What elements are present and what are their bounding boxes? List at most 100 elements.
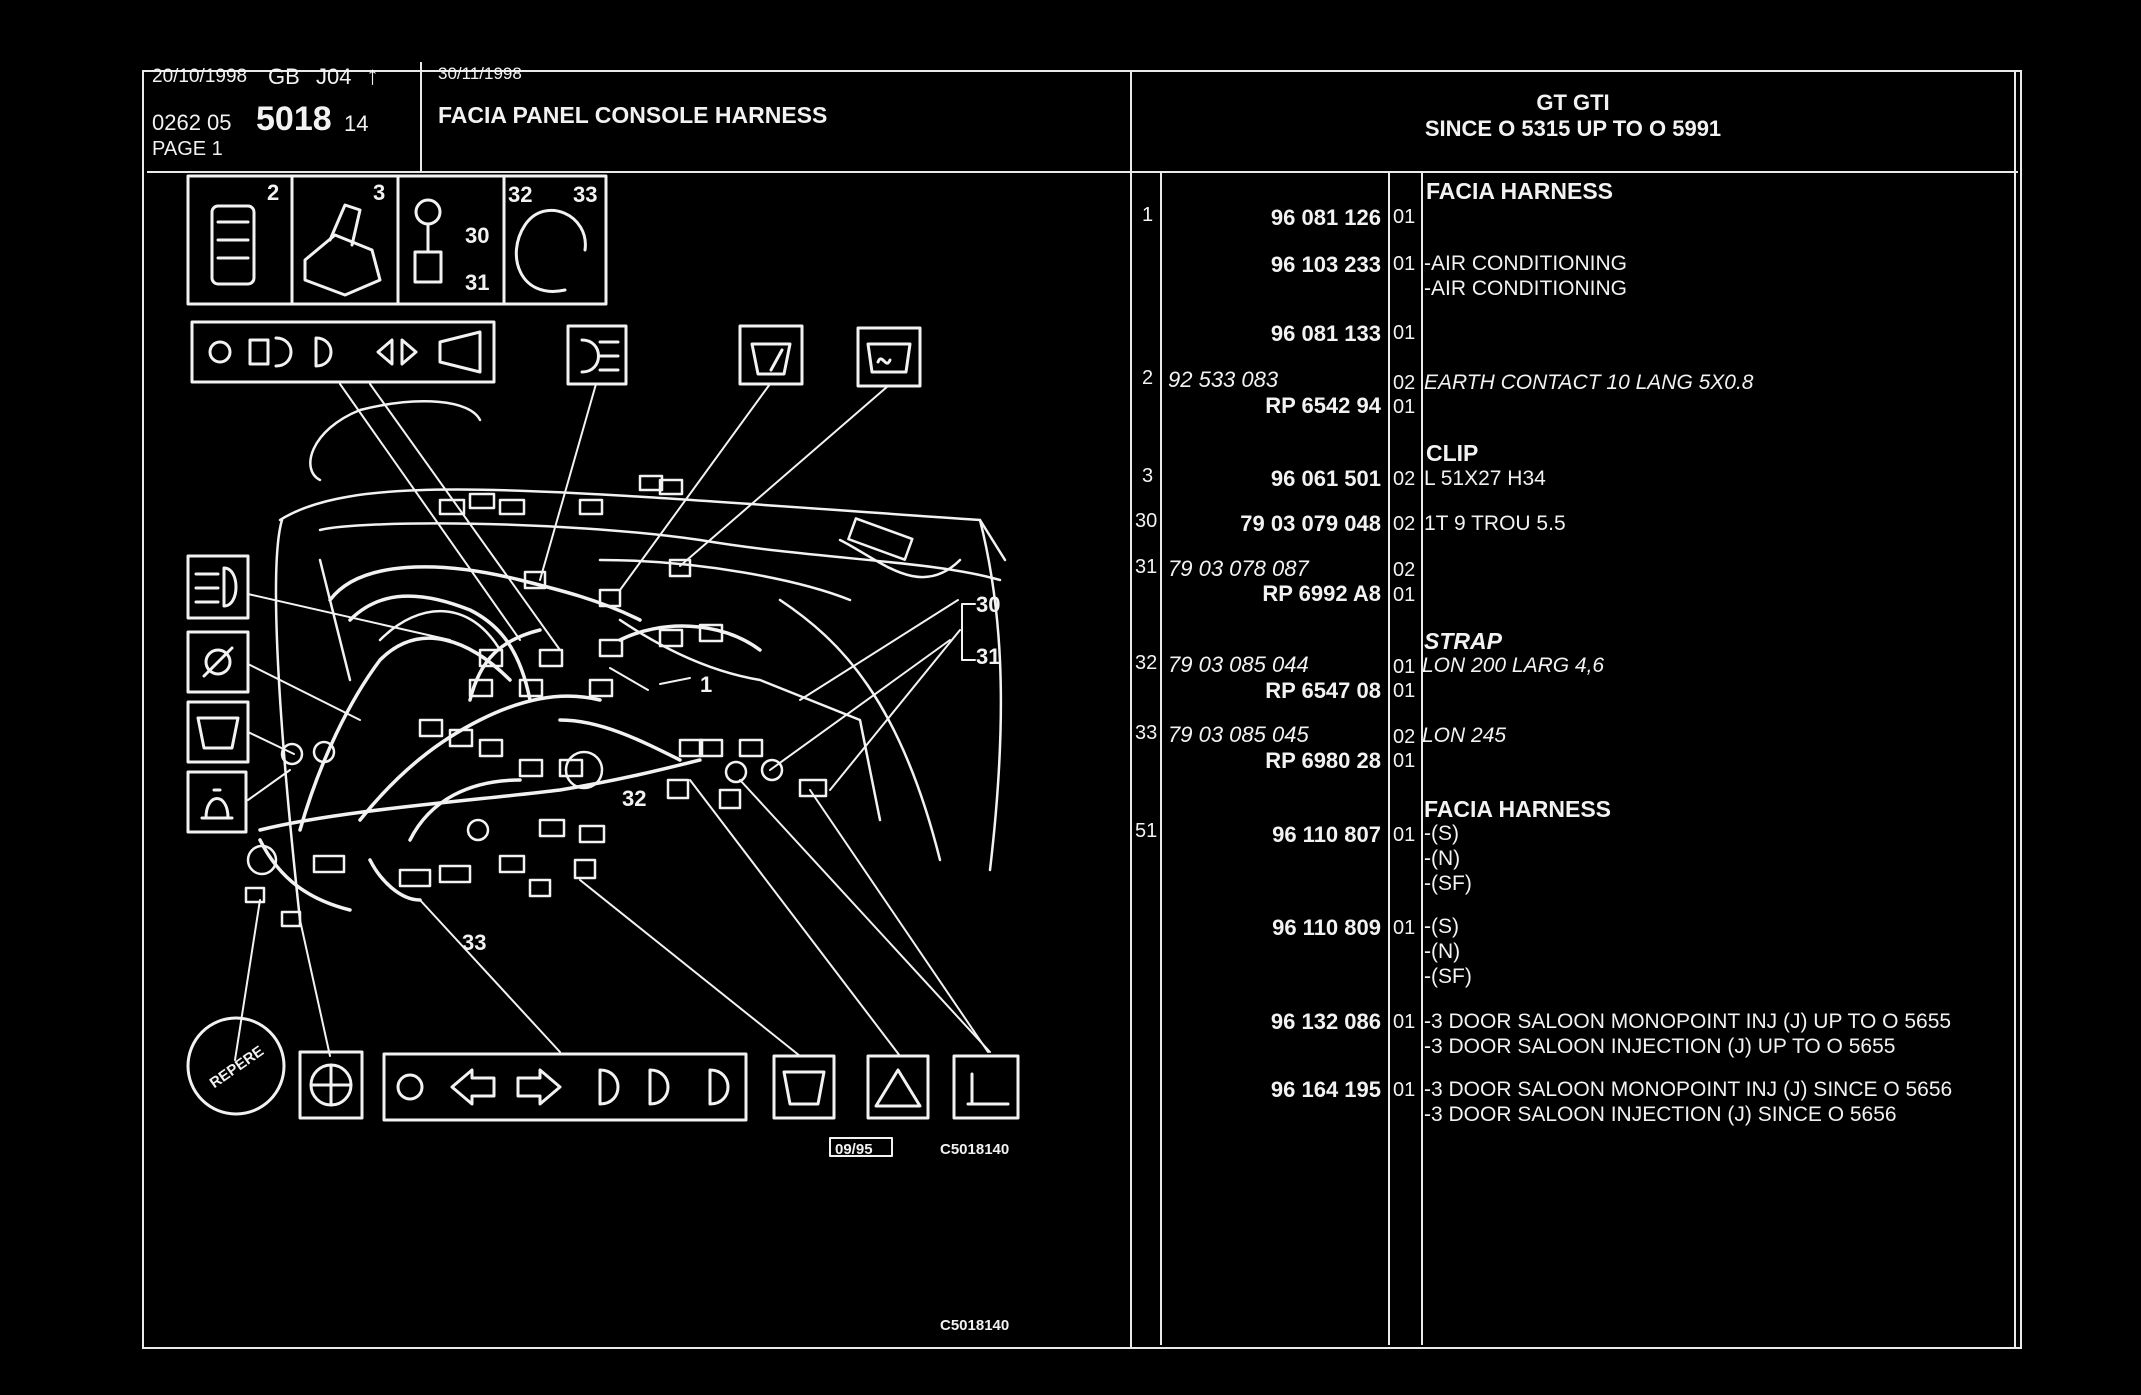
part-qty: 01 <box>1393 680 1416 702</box>
callout-1: 1 <box>700 672 712 697</box>
part-number: 96 061 501 <box>1270 466 1381 491</box>
doc-ref-suffix: 14 <box>344 111 369 136</box>
row-index: 51 <box>1135 820 1158 842</box>
row-index: 1 <box>1142 204 1154 226</box>
callout-32-bottom: 32 <box>622 786 646 811</box>
header-divider-right <box>1130 171 2018 173</box>
part-number: 79 03 085 044 <box>1168 652 1309 677</box>
part-number: 79 03 079 048 <box>1240 511 1381 536</box>
part-qty: 01 <box>1393 917 1416 939</box>
part-description: -(SF) <box>1424 872 1472 895</box>
stamp-date: 09/95 <box>835 1141 873 1158</box>
part-description: -3 DOOR SALOON MONOPOINT INJ (J) SINCE O… <box>1424 1078 1953 1101</box>
part-description: -3 DOOR SALOON INJECTION (J) SINCE O 565… <box>1424 1103 1897 1126</box>
page-number: PAGE 1 <box>152 138 223 160</box>
dashboard-outline <box>274 400 1007 922</box>
callout-31: 31 <box>465 270 489 295</box>
part-number: 79 03 078 087 <box>1168 556 1309 581</box>
doc-ref-main: 5018 <box>256 100 332 138</box>
part-qty: 01 <box>1393 322 1416 344</box>
main-divider <box>1130 70 1132 1347</box>
callout-2: 2 <box>267 180 279 205</box>
part-number: RP 6992 A8 <box>1262 581 1381 606</box>
bottom-lighting-icon-strip <box>382 1052 748 1122</box>
part-qty: 02 <box>1393 513 1416 535</box>
part-description: 1T 9 TROU 5.5 <box>1424 512 1566 535</box>
wiper-left-icon-box <box>186 700 250 764</box>
index-column-line <box>1160 172 1162 1345</box>
header-divider-left <box>147 171 1130 173</box>
part-qty: 01 <box>1393 750 1416 772</box>
part-number: 79 03 085 045 <box>1168 722 1309 747</box>
rear-defrost-icon-box <box>856 326 922 388</box>
right-frame-line <box>2014 70 2016 1347</box>
callout-3: 3 <box>373 180 385 205</box>
bottom-ref: C5018140 <box>940 1317 1009 1334</box>
stamp-box <box>829 1137 893 1157</box>
seat-icon-box <box>952 1054 1020 1120</box>
fog-lamp-left-icon-box <box>186 554 250 620</box>
part-description: -(N) <box>1424 847 1461 870</box>
part-description: -AIR CONDITIONING <box>1424 277 1627 300</box>
part-description: -3 DOOR SALOON MONOPOINT INJ (J) UP TO O… <box>1424 1010 1952 1033</box>
page-title: FACIA PANEL CONSOLE HARNESS <box>438 102 828 128</box>
part-number: 96 164 195 <box>1270 1077 1381 1102</box>
model-name: GT GTI <box>1536 90 1610 115</box>
group-title-facia-harness-2: FACIA HARNESS <box>1424 796 1611 822</box>
part-description: EARTH CONTACT 10 LANG 5X0.8 <box>1424 371 1754 394</box>
group-title-facia-harness: FACIA HARNESS <box>1426 178 1613 204</box>
part-qty: 01 <box>1393 1079 1416 1101</box>
part-number: 96 132 086 <box>1270 1009 1381 1034</box>
part-number: RP 6542 94 <box>1265 393 1381 418</box>
doc-ref-prefix: 0262 05 <box>152 110 232 135</box>
callout-30: 30 <box>465 223 489 248</box>
part-qty: 01 <box>1393 584 1416 606</box>
part-qty: 01 <box>1393 253 1416 275</box>
row-index: 31 <box>1135 556 1158 578</box>
up-arrow-icon: ↑ <box>366 60 379 90</box>
part-qty: 01 <box>1393 206 1416 228</box>
steering-icon-box <box>298 1050 364 1120</box>
doc-language: GB <box>268 64 300 89</box>
part-number: 96 081 133 <box>1270 321 1381 346</box>
row-index: 3 <box>1142 465 1154 487</box>
part-qty: 01 <box>1393 396 1416 418</box>
header-cell-divider <box>420 62 422 172</box>
part-number: 96 081 126 <box>1270 205 1381 230</box>
part-number: 96 103 233 <box>1270 252 1381 277</box>
desc-column-line <box>1421 172 1423 1345</box>
harness-diagram: 2 3 32 33 30 31 30 31 1 32 33 09/95 C501… <box>186 174 1020 1334</box>
row-index: 33 <box>1135 722 1158 744</box>
callout-33: 33 <box>573 182 597 207</box>
lighting-icon-strip <box>190 320 496 384</box>
callout-33-bottom: 33 <box>462 930 486 955</box>
serial-range: SINCE O 5315 UP TO O 5991 <box>1424 116 1722 141</box>
part-number: RP 6980 28 <box>1265 748 1381 773</box>
group-title-clip: CLIP <box>1426 440 1479 466</box>
part-description: L 51X27 H34 <box>1424 467 1546 490</box>
bracket-30-31 <box>961 603 976 661</box>
group-title-strap: STRAP <box>1424 628 1502 654</box>
doc-date: 20/10/1998 <box>152 66 248 87</box>
part-number: 96 110 809 <box>1272 915 1381 940</box>
callout-30-right: 30 <box>976 592 1000 617</box>
part-description: -(S) <box>1424 822 1459 845</box>
wiring-harness <box>258 565 762 912</box>
outer-frame <box>142 70 2022 1349</box>
callout-32: 32 <box>508 182 532 207</box>
row-index: 32 <box>1135 652 1158 674</box>
part-qty: 02 <box>1393 372 1416 394</box>
part-qty: 02 <box>1393 559 1416 581</box>
doc-code: J04 <box>316 64 352 89</box>
connector-blocks <box>244 474 828 928</box>
horn-icon-box <box>186 770 248 834</box>
leader-lines <box>234 383 991 1061</box>
part-number: RP 6547 08 <box>1265 678 1381 703</box>
dimmer-icon-box <box>186 630 250 694</box>
part-qty: 02 <box>1393 468 1416 490</box>
part-description: LON 245 <box>1422 724 1507 747</box>
part-description: -(S) <box>1424 915 1459 938</box>
qty-column-line <box>1388 172 1390 1345</box>
part-number: 92 533 083 <box>1168 367 1279 392</box>
part-qty: 01 <box>1393 824 1416 846</box>
